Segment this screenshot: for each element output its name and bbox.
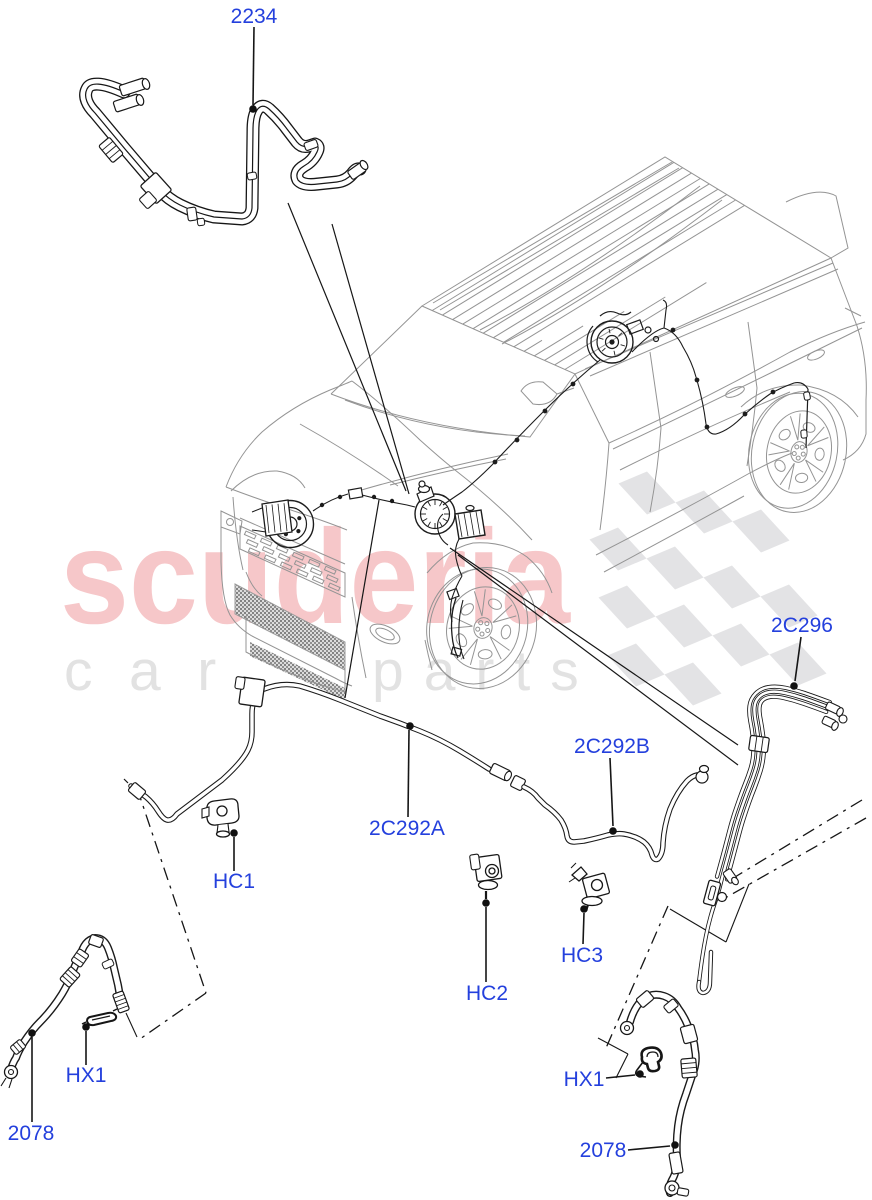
svg-text:parts: parts: [372, 639, 599, 703]
svg-text:HC3: HC3: [561, 944, 603, 967]
svg-text:HX1: HX1: [564, 1068, 605, 1091]
svg-text:2234: 2234: [231, 5, 278, 28]
svg-text:2C296: 2C296: [771, 614, 833, 637]
svg-text:HC1: HC1: [213, 870, 255, 893]
svg-text:car: car: [64, 639, 253, 703]
svg-text:2C292B: 2C292B: [574, 735, 650, 758]
svg-text:HX1: HX1: [66, 1064, 107, 1087]
svg-text:2078: 2078: [580, 1139, 627, 1162]
svg-text:2078: 2078: [8, 1122, 55, 1145]
svg-text:HC2: HC2: [466, 982, 508, 1005]
svg-text:2C292A: 2C292A: [369, 817, 445, 840]
